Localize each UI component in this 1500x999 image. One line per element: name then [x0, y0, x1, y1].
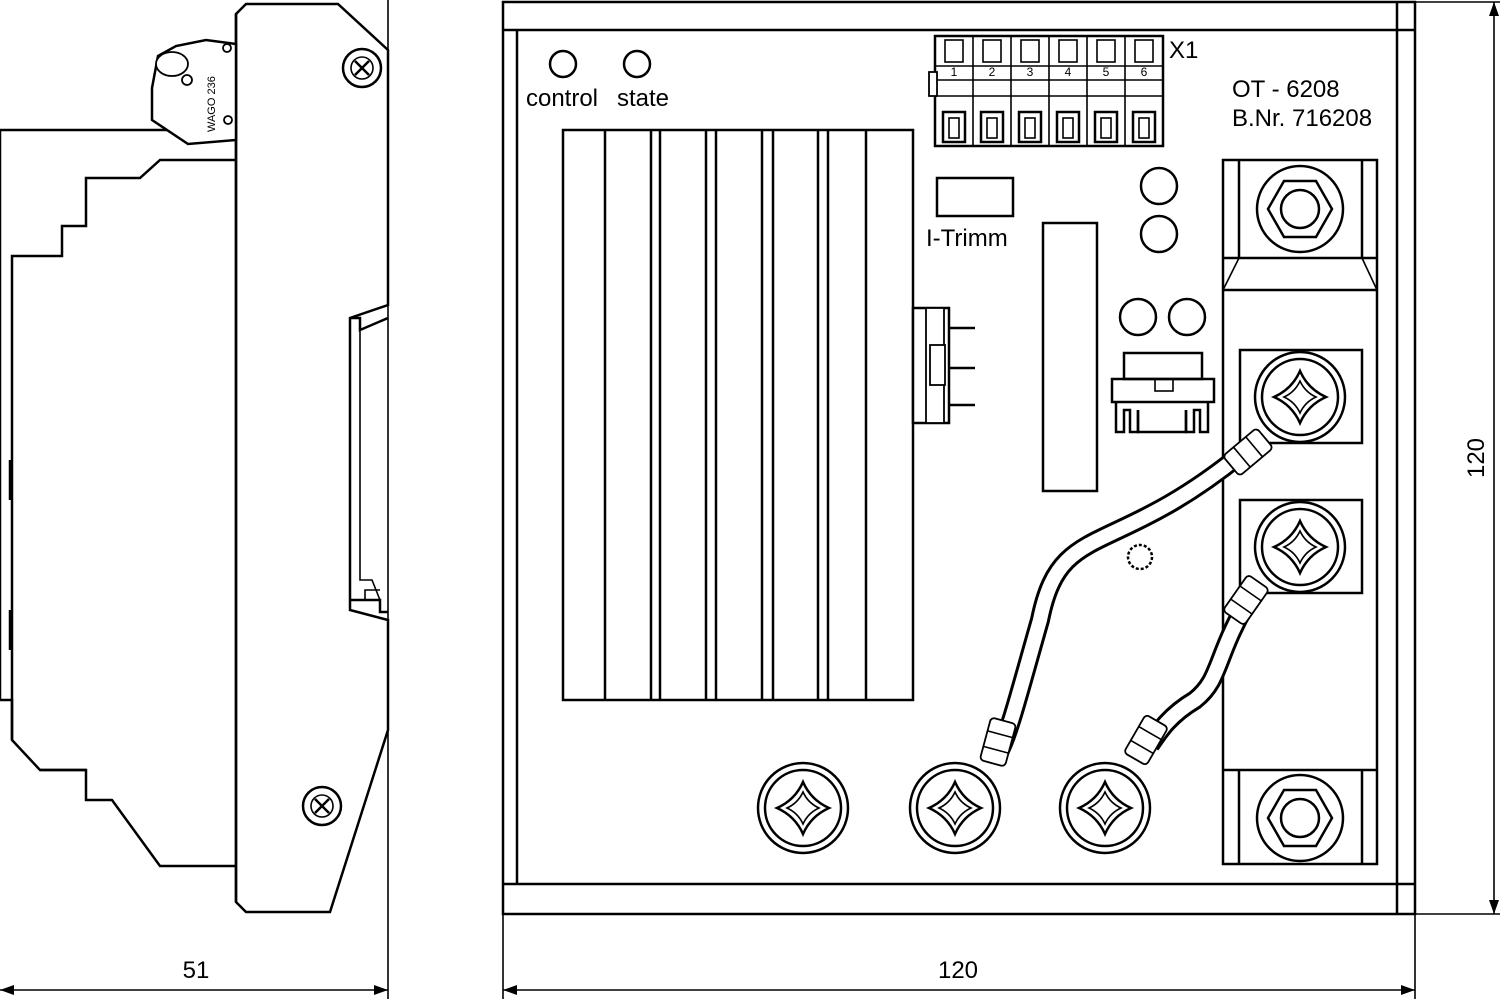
- screw-right-2: [1253, 500, 1347, 594]
- part-number-label: B.Nr. 716208: [1232, 105, 1372, 132]
- terminal-number-4: 4: [1065, 65, 1072, 79]
- dimension-side-width: 51: [0, 0, 389, 999]
- front-view: control state 1 2 3 4 5 6 X1: [501, 0, 1500, 999]
- screw-bottom-2: [908, 761, 1002, 855]
- side-screw-bottom: [301, 785, 343, 827]
- terminal-number-6: 6: [1141, 65, 1148, 79]
- led-label-control: control: [526, 85, 598, 112]
- nut-bottom: [1255, 773, 1345, 863]
- terminal-block-x1: 1 2 3 4 5 6 X1: [928, 34, 1198, 148]
- dimension-front-height: 120: [1415, 1, 1500, 915]
- model-label: OT - 6208: [1232, 76, 1340, 103]
- terminal-number-1: 1: [951, 65, 958, 79]
- led-label-state: state: [617, 85, 669, 112]
- dimension-51: 51: [183, 957, 210, 984]
- tall-component: [1041, 221, 1099, 493]
- capacitors: [1118, 166, 1207, 337]
- regulator: [1110, 351, 1216, 434]
- screw-bottom-1: [756, 761, 850, 855]
- led-state: state: [617, 49, 669, 112]
- heat-sink: [561, 128, 915, 702]
- terminal-number-2: 2: [989, 65, 996, 79]
- trim-potentiometer: I-Trimm: [926, 176, 1015, 252]
- dimension-120-vertical: 120: [1463, 438, 1490, 478]
- side-view: WAGO 236 51: [0, 0, 390, 999]
- terminal-block-label: X1: [1169, 37, 1198, 64]
- dimension-front-width: 120: [502, 914, 1416, 999]
- screw-right-1: [1253, 350, 1347, 444]
- dimension-120-horizontal: 120: [938, 957, 978, 984]
- trim-label: I-Trimm: [926, 225, 1008, 252]
- wago-connector: WAGO 236: [150, 38, 238, 146]
- nut-top: [1255, 164, 1345, 254]
- terminal-number-3: 3: [1027, 65, 1034, 79]
- screw-terminals: [756, 350, 1347, 855]
- terminal-number-5: 5: [1103, 65, 1110, 79]
- wago-label: WAGO 236: [206, 76, 218, 132]
- cables: [979, 428, 1273, 767]
- side-screw-top: [341, 47, 383, 89]
- screw-bottom-3: [1058, 761, 1152, 855]
- led-control: control: [526, 49, 598, 112]
- pin-header: [911, 306, 975, 425]
